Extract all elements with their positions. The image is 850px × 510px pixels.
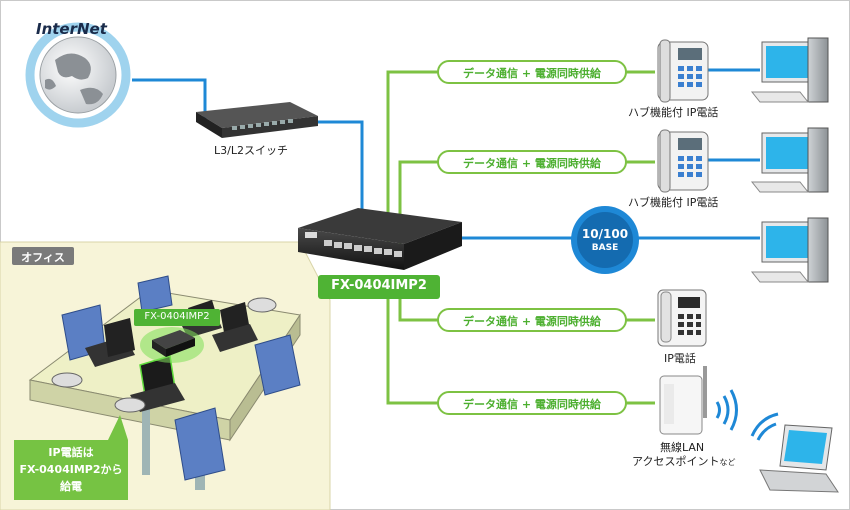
link-label-pills (437, 60, 627, 415)
poe-switch-tag (318, 275, 440, 299)
desktop-pc-icon (750, 127, 829, 193)
hub-ip-phone-icon (657, 129, 709, 193)
office-switch-tag (134, 309, 220, 326)
link-label-4: データ通信 + 電源同時供給 (463, 398, 601, 411)
link-core-poe (315, 120, 364, 218)
wifi-signal-icon (715, 389, 738, 431)
callout-line-3: 給電 (60, 480, 82, 493)
globe-icon (25, 22, 131, 128)
link-internet-core (132, 78, 207, 120)
speed-badge-line2: BASE (591, 243, 619, 253)
speed-badge (571, 206, 639, 274)
speed-badge-line1: 10/100 (581, 227, 629, 241)
access-point-icon (659, 366, 707, 435)
device-label-2: ハブ機能付 IP電話 (628, 196, 719, 209)
device-label-4b: アクセスポイントなど (632, 453, 735, 469)
link-label-2: データ通信 + 電源同時供給 (463, 157, 601, 170)
callout-line-2: FX-0404IMP2から (19, 463, 123, 476)
laptop-icon (85, 318, 135, 367)
wireless-signal-icon (750, 412, 779, 441)
office-chair (254, 334, 301, 396)
core-switch-icon (196, 102, 318, 138)
desk-leg (142, 405, 150, 475)
office-switch-label: FX-0404IMP2 (144, 311, 210, 322)
office-tab-label: オフィス (21, 251, 65, 264)
hub-ip-phone-icon (657, 39, 709, 103)
laptop-icon (212, 302, 258, 352)
callout-box (14, 415, 128, 500)
device-label-4a: 無線LAN (660, 441, 705, 454)
desktop-pc-icon (750, 37, 829, 103)
device-label-1: ハブ機能付 IP電話 (628, 106, 719, 119)
device-label-4b-main: アクセスポイント (632, 455, 720, 468)
link-label-3: データ通信 + 電源同時供給 (463, 315, 601, 328)
device-label-4b-suffix: など (719, 458, 736, 467)
ip-phone-icon (114, 397, 146, 413)
office-area (0, 241, 331, 510)
device-label-3: IP電話 (664, 352, 696, 365)
laptop-icon (759, 424, 839, 493)
office-chair (137, 275, 173, 313)
desktop-pc-icon (750, 217, 829, 283)
office-chair (174, 407, 226, 481)
ip-phone-icon (657, 289, 707, 347)
callout-line-1: IP電話は (48, 446, 94, 459)
core-switch-label: L3/L2スイッチ (214, 144, 288, 157)
office-switch-icon (152, 330, 195, 349)
internet-label: InterNet (36, 20, 107, 38)
ip-phone-icon (247, 297, 277, 313)
ip-phone-icon (51, 372, 83, 388)
poe-switch-label: FX-0404IMP2 (331, 278, 427, 293)
link-label-1: データ通信 + 電源同時供給 (463, 67, 601, 80)
poe-switch-icon (298, 208, 462, 270)
office-tab (12, 247, 74, 265)
